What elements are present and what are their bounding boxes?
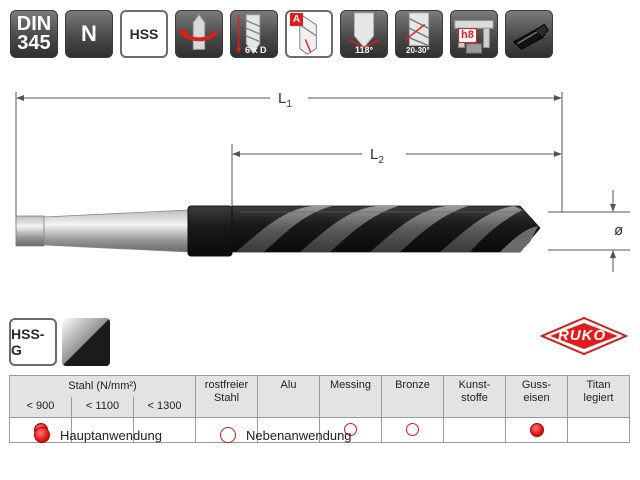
mark-cell <box>133 417 196 443</box>
col-aluminium: Alu <box>257 375 320 418</box>
steel-header: Stahl (N/mm²) <box>9 375 196 397</box>
side-application-icon <box>344 423 357 437</box>
hss-label: HSS <box>129 26 159 42</box>
mark-cell <box>381 417 444 443</box>
diameter-label: ø <box>614 222 624 239</box>
type-n-label: N <box>81 21 97 46</box>
mark-cell <box>443 417 506 443</box>
point-form-a-icon: A <box>285 10 333 58</box>
legend-side-label: Nebenanwendung <box>246 427 352 443</box>
col-steel-1100: < 1100 <box>71 396 134 418</box>
point-angle-label: 118° <box>355 45 374 55</box>
din-line-1: DIN <box>16 13 52 35</box>
hss-badge: HSS <box>120 10 168 58</box>
side-application-icon <box>406 423 419 437</box>
helix-angle-label: 20-30° <box>406 46 430 55</box>
col-plastics: Kunst-stoffe <box>443 375 506 418</box>
hss-g-badge: HSS-G <box>9 318 57 366</box>
drill-technical-drawing <box>15 92 630 272</box>
taper-shank-icon <box>505 10 553 58</box>
legend-main-label: Hauptanwendung <box>60 427 162 443</box>
legend-main-application: Hauptanwendung <box>34 427 162 443</box>
point-form-label: A <box>290 13 303 26</box>
point-angle-icon: 118° <box>340 10 388 58</box>
mark-cell <box>71 417 134 443</box>
mark-cell <box>567 417 630 443</box>
col-steel-900: < 900 <box>9 396 72 418</box>
ruko-logo-text: RUKO <box>558 327 607 344</box>
helix-angle-icon: 20-30° <box>395 10 443 58</box>
type-n-badge: N <box>65 10 113 58</box>
l2-dimension-label: L2 <box>370 146 384 166</box>
mark-cell <box>319 417 382 443</box>
mark-cell <box>505 417 568 443</box>
main-application-icon <box>529 423 544 437</box>
l1-dimension-label: L1 <box>278 90 292 110</box>
finish-swatch <box>62 318 110 366</box>
mark-cell <box>257 417 320 443</box>
length-6xd-icon: 6 x D <box>230 10 278 58</box>
legend-side-application: Nebenanwendung <box>220 427 352 443</box>
side-application-icon <box>220 427 236 443</box>
main-application-icon <box>34 427 50 443</box>
tolerance-label: h8 <box>458 28 477 43</box>
col-brass: Messing <box>319 375 382 418</box>
col-cast-iron: Guss-eisen <box>505 375 568 418</box>
col-bronze: Bronze <box>381 375 444 418</box>
tolerance-caliper-icon: h8 <box>450 10 498 58</box>
col-steel-1300: < 1300 <box>133 396 196 418</box>
din-line-2: 345 <box>17 32 51 54</box>
rotation-direction-icon <box>175 10 223 58</box>
hss-g-label: HSS-G <box>11 326 45 358</box>
ruko-logo: RUKO <box>539 316 629 356</box>
length-6xd-label: 6 x D <box>245 45 267 55</box>
din-345-badge: DIN 345 <box>10 10 58 58</box>
